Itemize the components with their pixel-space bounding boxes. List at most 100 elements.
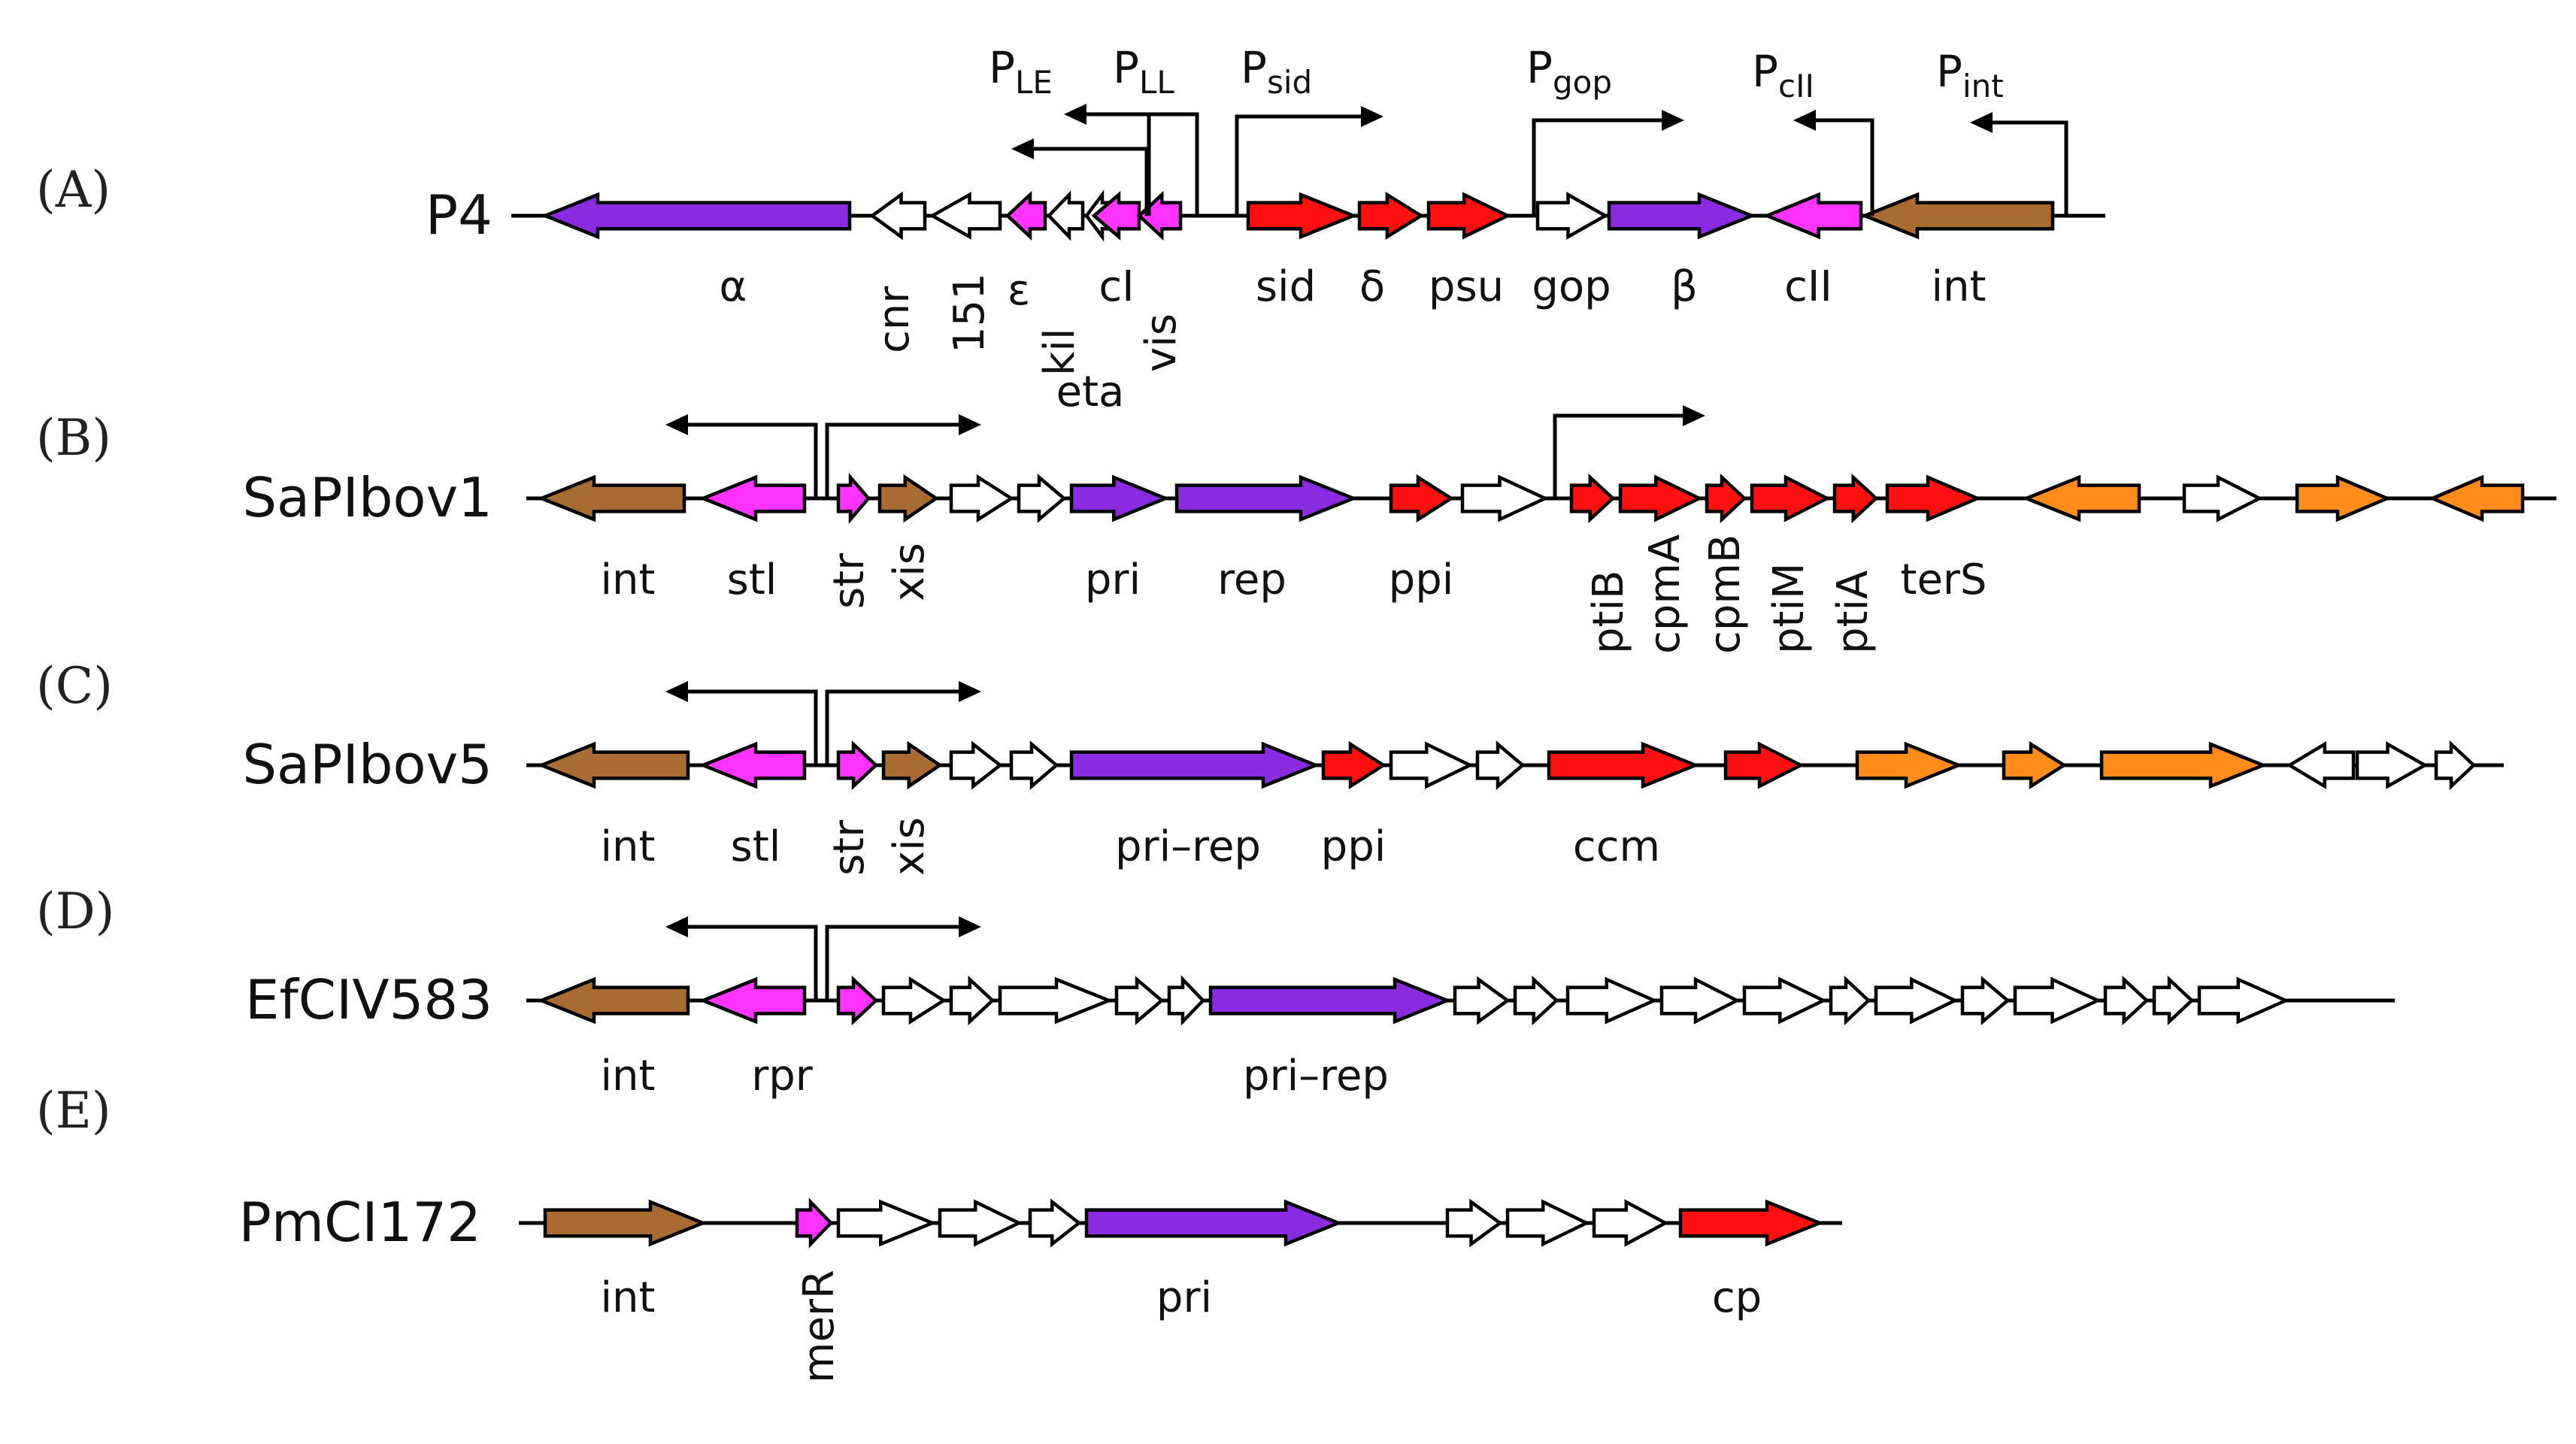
gene-arrow (2434, 740, 2477, 791)
gene-arrow (1547, 741, 1701, 789)
gene-arrow (2355, 741, 2429, 789)
gene-arrow (1069, 474, 1170, 522)
gene-arrow (1659, 976, 1741, 1025)
gene-arrow (2295, 474, 2392, 522)
gene-label: int (1931, 262, 1986, 311)
gene-arrow (795, 1197, 834, 1249)
promoter-arrowhead (1064, 104, 1086, 125)
promoter-label: Pgop (1526, 42, 1612, 101)
promoter-arrowhead (1361, 106, 1383, 127)
gene-arrow (543, 1199, 708, 1247)
gene-label: ppi (1389, 556, 1454, 604)
gene-arrow (1246, 192, 1359, 240)
gene-arrow (2428, 474, 2525, 522)
gene-arrow (929, 192, 1002, 240)
gene-label: cpmB (1701, 534, 1750, 654)
gene-arrow (1046, 190, 1085, 241)
gene-label: merR (795, 1270, 844, 1383)
gene-label: psu (1429, 262, 1504, 311)
gene-arrow (2286, 741, 2356, 789)
gene-label: int (600, 556, 655, 604)
gene-arrow (698, 741, 807, 789)
gene-label: terS (1901, 556, 1987, 604)
gene-arrow (1513, 975, 1559, 1026)
gene-arrow (1208, 976, 1453, 1025)
gene-label: int (600, 1273, 655, 1322)
gene-arrow (1167, 975, 1206, 1026)
gene-arrow (1136, 190, 1183, 241)
gene-label: rpr (751, 1052, 814, 1100)
gene-arrow (1618, 474, 1704, 522)
gene-label: str (825, 819, 874, 876)
gene-label: sid (1256, 262, 1316, 311)
gene-label: int (600, 822, 655, 871)
gene-label: ptiA (1829, 571, 1877, 654)
panel-letter: (E) (36, 1082, 111, 1140)
gene-label: pri (1085, 556, 1141, 604)
gene-arrow (1960, 976, 2011, 1025)
gene-arrow (2103, 975, 2150, 1026)
gene-arrow (2002, 740, 2068, 790)
gene-label: eta (1056, 368, 1125, 416)
promoter-ll: PLL (1064, 42, 1199, 216)
promoter-label: PLE (989, 42, 1053, 101)
gene-arrow (1357, 191, 1425, 241)
gene-arrow (1084, 1199, 1344, 1247)
gene-label: stl (727, 556, 777, 604)
promoter-label: PLL (1113, 42, 1174, 101)
gene-arrow (1028, 1198, 1082, 1248)
promoter-label: PcII (1752, 46, 1814, 104)
gene-label: xis (885, 817, 934, 876)
gene-label: str (825, 552, 874, 609)
gene-arrow (1174, 474, 1359, 522)
promoter-le: PLE (989, 42, 1149, 216)
gene-label: pri–rep (1115, 822, 1261, 871)
gene-label: cnr (870, 286, 919, 353)
gene-label: int (600, 1052, 655, 1100)
gene-label: cII (1784, 262, 1832, 311)
promoter-label: Psid (1241, 42, 1312, 101)
gene-arrow (1453, 976, 1511, 1025)
gene-arrow (1569, 473, 1616, 524)
gene-label: pri–rep (1243, 1052, 1389, 1100)
gene-label: ε (1008, 266, 1030, 315)
promoter-gop: Pgop (1526, 42, 1684, 216)
gene-label: xis (885, 543, 934, 601)
element-name: EfCIV583 (245, 968, 492, 1031)
gene-arrow (2013, 976, 2102, 1025)
element-name: P4 (426, 183, 492, 247)
bidirectional-promoter (665, 916, 981, 1001)
gene-arrow (536, 976, 690, 1025)
gene-arrow (1069, 741, 1321, 789)
gene-arrow (1678, 1199, 1825, 1247)
gene-arrow (1475, 740, 1526, 790)
gene-label: stl (731, 822, 781, 871)
bidirectional-promoter (665, 414, 981, 498)
promoter-arrowhead (1011, 138, 1034, 159)
promoter-arrowhead (1662, 110, 1684, 131)
gene-arrow (881, 976, 947, 1025)
gene-label: rep (1217, 556, 1286, 604)
gene-arrow (698, 474, 807, 522)
gene-arrow (1829, 975, 1871, 1026)
gene-label: ptiB (1584, 571, 1633, 654)
gene-label: kil (1035, 328, 1084, 376)
gene-arrow (836, 472, 871, 525)
promoter-arrowhead (1793, 110, 1816, 131)
bidirectional-promoter (665, 681, 981, 765)
gene-label: cI (1099, 262, 1134, 311)
gene-arrow (877, 474, 940, 523)
gene-label: ccm (1573, 822, 1660, 871)
gene-arrow (869, 191, 927, 241)
gene-arrow (2021, 474, 2141, 522)
gene-arrow (1723, 741, 1805, 789)
gene-arrow (1607, 192, 1757, 240)
gene-arrow (836, 1199, 937, 1247)
gene-arrow (1535, 192, 1609, 240)
gene-arrow (1855, 741, 1964, 789)
gene-label: vis (1137, 313, 1186, 372)
gene-arrow (881, 740, 944, 790)
gene-label: gop (1532, 262, 1611, 311)
